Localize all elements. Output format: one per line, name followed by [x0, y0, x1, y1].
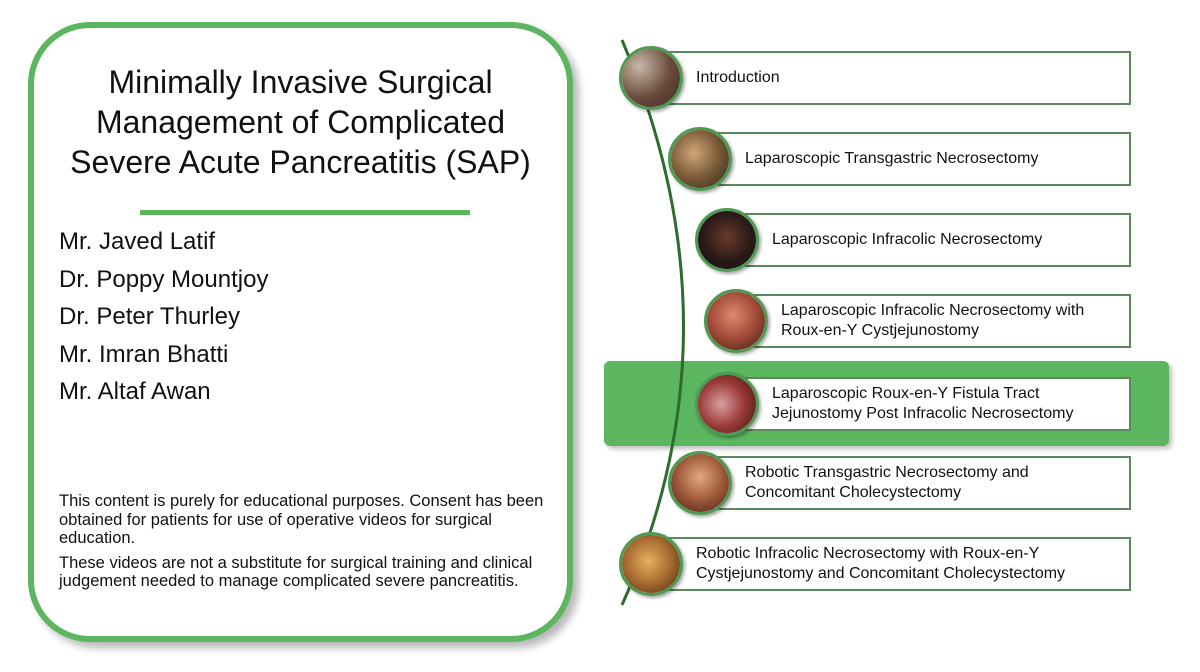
surgical-photo: [671, 130, 729, 188]
author-name: Dr. Poppy Mountjoy: [59, 265, 269, 293]
author-name: Mr. Javed Latif: [59, 228, 216, 255]
laparoscopic-view-thumbnail[interactable]: [695, 372, 759, 436]
chapter-label: Laparoscopic Transgastric Necrosectomy: [745, 150, 1039, 167]
disclaimer-consent: This content is purely for educational p…: [59, 492, 544, 547]
robotic-view-thumbnail[interactable]: [619, 532, 683, 596]
surgical-photo: [707, 292, 765, 350]
disclaimer: This content is purely for educational p…: [59, 492, 549, 597]
author-name: Mr. Altaf Awan: [59, 378, 211, 405]
title-panel: Minimally Invasive Surgical Management o…: [28, 22, 573, 642]
surgical-photo: [622, 535, 680, 593]
chapter-item-4[interactable]: Laparoscopic Infracolic Necrosectomy wit…: [736, 294, 1131, 348]
author-name: Dr. Peter Thurley: [59, 303, 240, 330]
presentation-title: Minimally Invasive Surgical Management o…: [70, 64, 531, 180]
chapter-item-6[interactable]: Robotic Transgastric Necrosectomy and Co…: [700, 456, 1131, 510]
operating-room-thumbnail[interactable]: [619, 46, 683, 110]
title-divider: [140, 210, 470, 215]
laparoscopic-view-thumbnail[interactable]: [704, 289, 768, 353]
chapter-label: Laparoscopic Infracolic Necrosectomy wit…: [781, 302, 1085, 339]
laparoscopic-view-thumbnail[interactable]: [668, 127, 732, 191]
chapter-item-3[interactable]: Laparoscopic Infracolic Necrosectomy: [727, 213, 1131, 267]
laparoscopic-view-thumbnail[interactable]: [695, 208, 759, 272]
chapter-item-2[interactable]: Laparoscopic Transgastric Necrosectomy: [700, 132, 1131, 186]
robotic-view-thumbnail[interactable]: [668, 451, 732, 515]
chapter-label: Introduction: [696, 69, 780, 86]
chapter-label: Laparoscopic Roux-en-Y Fistula Tract Jej…: [772, 385, 1074, 422]
author-name: Mr. Imran Bhatti: [59, 340, 229, 368]
surgical-photo: [671, 454, 729, 512]
chapter-label: Laparoscopic Infracolic Necrosectomy: [772, 231, 1043, 248]
surgical-photo: [698, 211, 756, 269]
author-list: Mr. Javed Latif Dr. Poppy Mountjoy Dr. P…: [59, 223, 268, 411]
chapter-label: Robotic Transgastric Necrosectomy and Co…: [745, 464, 1029, 501]
chapter-item-5[interactable]: Laparoscopic Roux-en-Y Fistula Tract Jej…: [727, 377, 1131, 431]
chapter-label: Robotic Infracolic Necrosectomy with Rou…: [696, 545, 1066, 582]
disclaimer-training: These videos are not a substitute for su…: [59, 553, 533, 591]
chapter-item-1[interactable]: Introduction: [651, 51, 1131, 105]
surgical-photo: [622, 49, 680, 107]
surgical-photo: [698, 375, 756, 433]
chapter-item-7[interactable]: Robotic Infracolic Necrosectomy with Rou…: [651, 537, 1131, 591]
